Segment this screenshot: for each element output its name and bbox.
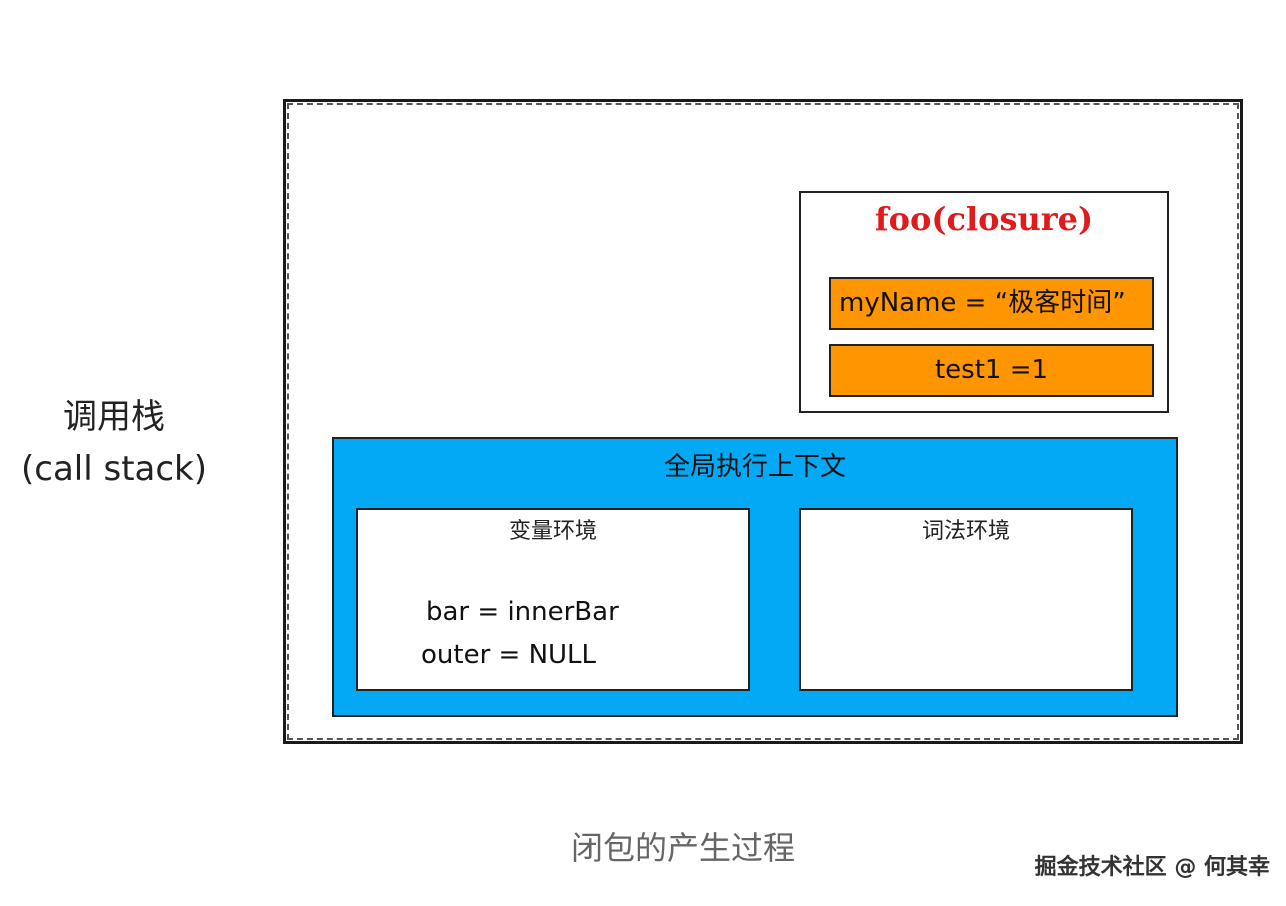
closure-box: foo(closure) myName = “极客时间” test1 =1 <box>799 191 1169 413</box>
call-stack-label-en: (call stack) <box>20 449 208 489</box>
closure-var-myname: myName = “极客时间” <box>829 277 1154 330</box>
closure-title: foo(closure) <box>874 200 1094 238</box>
variable-environment-title: 变量环境 <box>508 519 597 544</box>
lexical-environment-title: 词法环境 <box>921 519 1010 544</box>
variable-environment: 变量环境 bar = innerBar outer = NULL <box>356 508 750 691</box>
variable-outer: outer = NULL <box>421 640 597 670</box>
lexical-environment: 词法环境 <box>799 508 1133 691</box>
global-execution-context: 全局执行上下文 变量环境 bar = innerBar outer = NULL… <box>332 437 1178 717</box>
call-stack-label: 调用栈 <box>63 397 165 437</box>
watermark: 掘金技术社区 @ 何其幸 <box>1034 855 1270 880</box>
variable-bar: bar = innerBar <box>426 597 619 627</box>
global-context-title: 全局执行上下文 <box>663 452 846 482</box>
figure-caption: 闭包的产生过程 <box>570 829 795 867</box>
closure-var-test1: test1 =1 <box>829 344 1154 397</box>
